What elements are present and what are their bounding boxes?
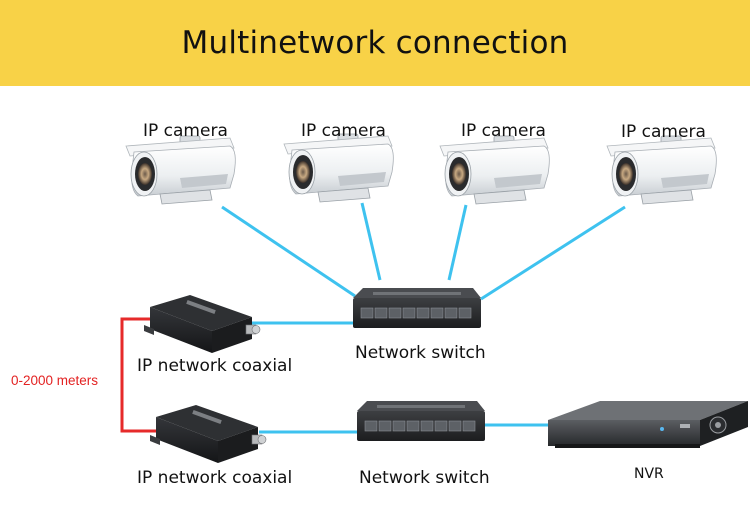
link-camera-1-switch bbox=[221, 205, 356, 298]
camera-3 bbox=[439, 135, 550, 205]
coaxial-converter-bottom bbox=[149, 404, 267, 464]
top-switch-label: Network switch bbox=[355, 343, 486, 363]
camera-4 bbox=[606, 135, 717, 205]
link-camera-3-switch bbox=[447, 204, 468, 281]
top-coaxial-label: IP network coaxial bbox=[137, 356, 293, 376]
distance-label: 0-2000 meters bbox=[11, 373, 99, 388]
page-title: Multinetwork connection bbox=[181, 25, 569, 61]
camera-2-label: IP camera bbox=[301, 121, 386, 141]
ethernet-links bbox=[221, 202, 626, 434]
camera-3-label: IP camera bbox=[461, 121, 546, 141]
network-switch-bottom bbox=[356, 400, 486, 442]
bottom-coaxial-label: IP network coaxial bbox=[137, 468, 293, 488]
camera-1-label: IP camera bbox=[143, 121, 228, 141]
title-banner: Multinetwork connection bbox=[0, 0, 750, 86]
link-camera-4-switch bbox=[480, 205, 626, 301]
bottom-switch-label: Network switch bbox=[359, 468, 490, 488]
camera-4-label: IP camera bbox=[621, 122, 706, 142]
link-camera-2-switch bbox=[360, 202, 382, 281]
network-switch-top bbox=[352, 287, 482, 329]
coaxial-converter-top bbox=[143, 294, 261, 354]
coax-cable bbox=[120, 317, 162, 433]
camera-1 bbox=[125, 135, 236, 205]
nvr-label: NVR bbox=[634, 466, 664, 482]
camera-2 bbox=[283, 133, 394, 203]
nvr-device bbox=[548, 401, 748, 448]
